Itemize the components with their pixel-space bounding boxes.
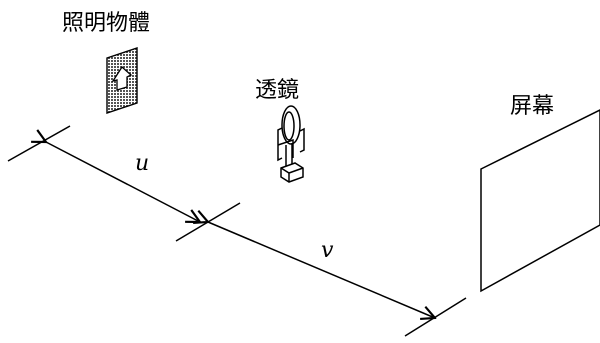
object-arrow-icon — [111, 66, 133, 91]
lens-label: 透鏡 — [255, 78, 300, 103]
screen-label: 屏幕 — [510, 94, 555, 119]
object-label: 照明物體 — [62, 11, 151, 36]
image-distance-arrow — [208, 222, 435, 318]
object-position-tick — [7, 125, 71, 162]
distance-arrows — [46, 142, 435, 318]
object-distance-label: u — [135, 151, 150, 176]
screen — [480, 109, 600, 293]
image-distance-label: v — [321, 238, 334, 263]
lens-on-stand — [277, 105, 305, 183]
screen-position-tick — [404, 297, 467, 337]
object-distance-arrow — [46, 142, 200, 222]
illuminated-object — [106, 47, 138, 114]
